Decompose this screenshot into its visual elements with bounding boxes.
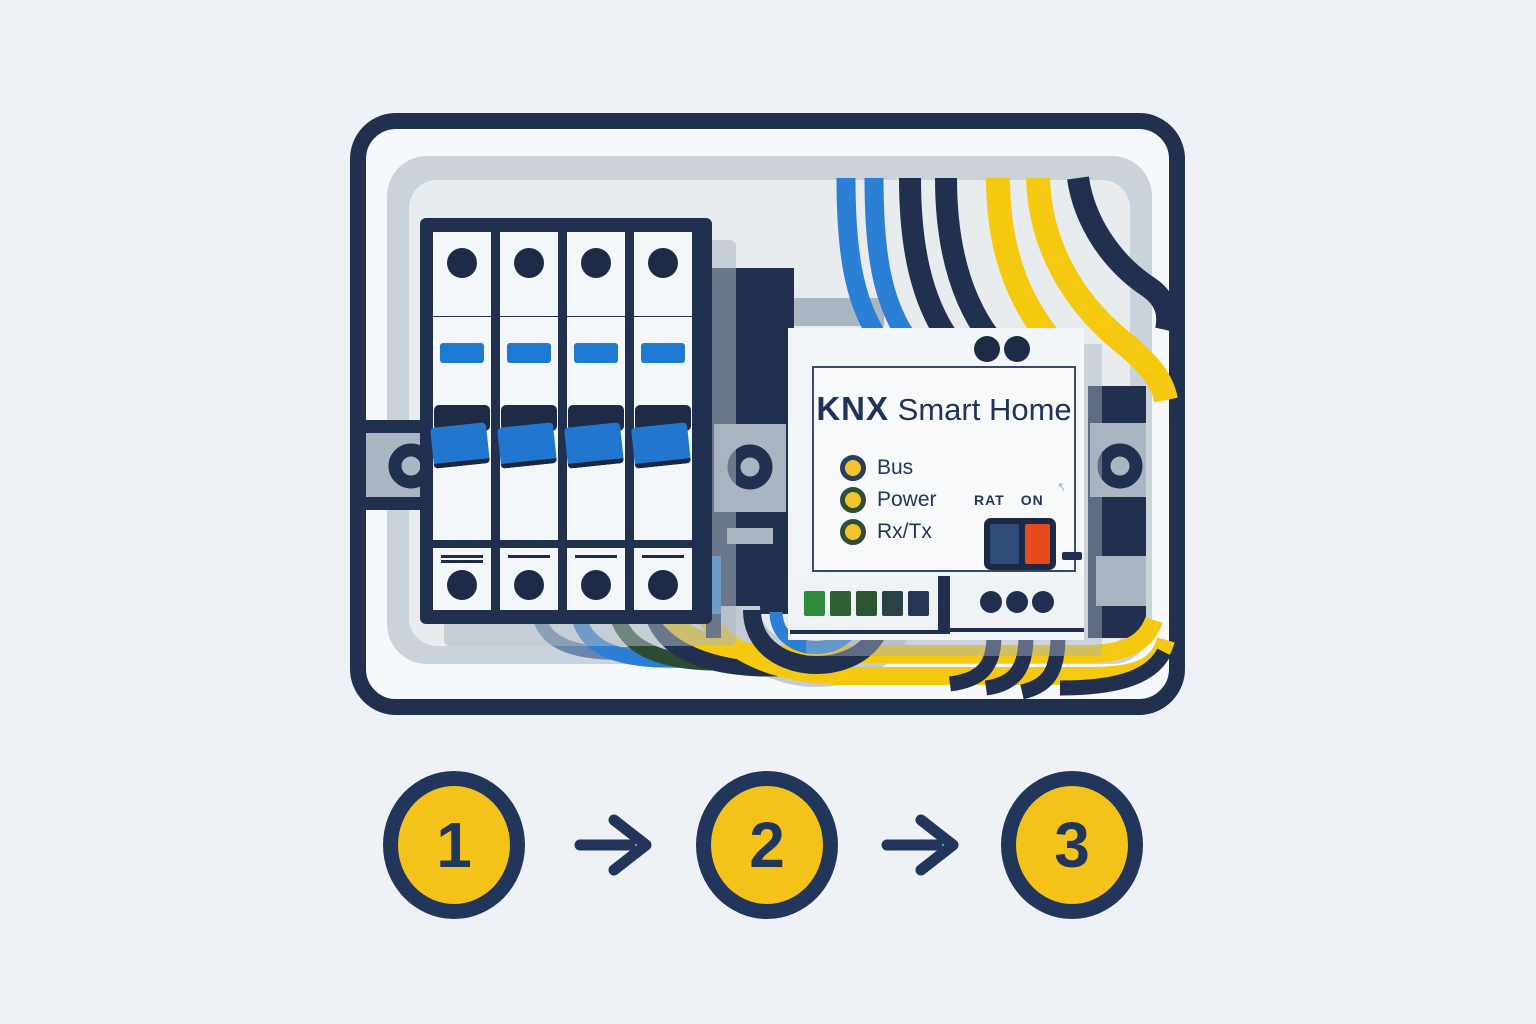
port-dot-icon	[1032, 591, 1054, 613]
breaker-top-terminal	[500, 232, 558, 316]
breaker-body	[564, 317, 625, 540]
status-square-icon	[830, 590, 851, 616]
terminal-screw-icon	[447, 570, 477, 600]
arrow-right-icon	[574, 814, 652, 876]
breaker-toggle	[497, 405, 557, 471]
rocker-right-button	[1025, 524, 1050, 564]
breaker-top-terminal	[634, 232, 692, 316]
device-product-name: Smart Home	[897, 392, 1072, 427]
status-square-icon	[908, 590, 929, 616]
switch-dash-icon	[1062, 552, 1082, 560]
port-dot-strip	[950, 576, 1084, 632]
port-dot-icon	[980, 591, 1002, 613]
bus-led-icon	[840, 455, 866, 481]
power-led-icon	[840, 487, 866, 513]
breaker-indicator-bar	[641, 343, 685, 363]
breaker-body	[430, 317, 491, 540]
led-label: Bus	[877, 456, 914, 479]
device-title: KNX Smart Home	[814, 390, 1074, 428]
switch-labels: RAT ON	[974, 492, 1064, 508]
led-label: Rx/Tx	[877, 520, 932, 543]
terminal-screw-icon	[581, 570, 611, 600]
arrow-right-icon	[881, 814, 959, 876]
breaker-bottom-terminal	[634, 548, 692, 610]
terminal-screw-icon	[447, 248, 477, 278]
breaker-body	[497, 317, 558, 540]
breaker-body	[631, 317, 692, 540]
tiny-arrow-icon: ↖	[1055, 478, 1069, 496]
led-label: Power	[877, 488, 937, 511]
terminal-screw-icon	[648, 570, 678, 600]
strip-divider	[938, 576, 950, 634]
status-square-icon	[856, 590, 877, 616]
breaker-bottom-terminal	[433, 548, 491, 610]
programming-rocker-switch	[984, 518, 1056, 570]
device-dot-icon	[1004, 336, 1030, 362]
device-front-face: KNX Smart Home Bus Power Rx/Tx RAT ON ↖	[812, 366, 1082, 572]
switch-label-on: ON	[1020, 492, 1044, 508]
breaker-bottom-terminal	[500, 548, 558, 610]
step-circle-2: 2	[696, 771, 838, 919]
breaker-toggle	[631, 405, 691, 471]
circuit-breaker-group	[420, 218, 712, 624]
status-square-icon	[882, 590, 903, 616]
terminal-screw-icon	[581, 248, 611, 278]
breaker-toggle	[564, 405, 624, 471]
breaker-indicator-bar	[440, 343, 484, 363]
led-row-bus: Bus	[840, 454, 913, 482]
terminal-screw-icon	[514, 248, 544, 278]
step-circle-3: 3	[1001, 771, 1143, 919]
step-number: 1	[436, 809, 472, 881]
breaker-indicator-bar	[507, 343, 551, 363]
step-number: 3	[1054, 809, 1090, 881]
led-row-power: Power	[840, 486, 937, 514]
terminal-screw-icon	[514, 570, 544, 600]
step-number: 2	[749, 809, 785, 881]
status-square-strip	[790, 576, 938, 634]
breaker-indicator-bar	[574, 343, 618, 363]
rocker-left-button	[990, 524, 1019, 564]
led-row-rxtx: Rx/Tx	[840, 518, 932, 546]
port-dot-icon	[1006, 591, 1028, 613]
breaker-toggle	[430, 405, 490, 471]
status-square-icon	[804, 590, 825, 616]
device-brand: KNX	[816, 390, 890, 427]
breaker-top-terminal	[433, 232, 491, 316]
terminal-screw-icon	[648, 248, 678, 278]
step-circle-1: 1	[383, 771, 525, 919]
breaker-bottom-terminal	[567, 548, 625, 610]
device-dot-icon	[974, 336, 1000, 362]
switch-label-rat: RAT	[974, 492, 1005, 508]
breaker-top-terminal	[567, 232, 625, 316]
knx-gateway-device: KNX Smart Home Bus Power Rx/Tx RAT ON ↖	[788, 328, 1084, 640]
rxtx-led-icon	[840, 519, 866, 545]
